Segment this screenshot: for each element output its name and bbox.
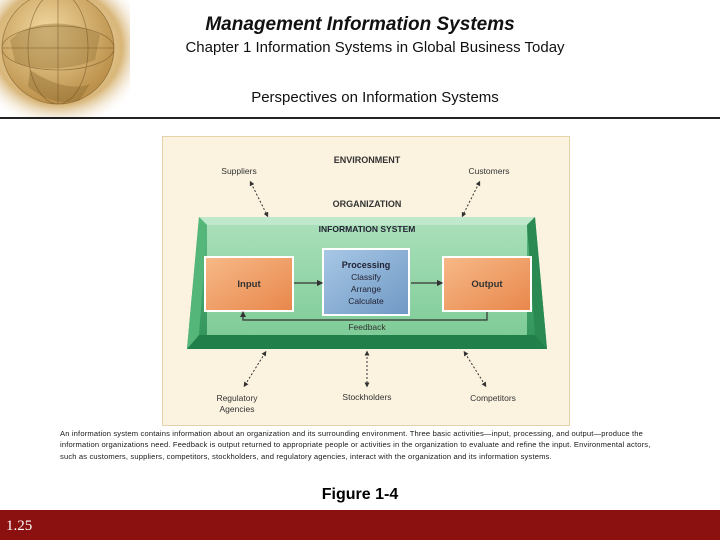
input-box (204, 256, 294, 312)
information-system-label: INFORMATION SYSTEM (319, 224, 416, 234)
actor-suppliers: Suppliers (221, 166, 256, 176)
processing-step-classify: Classify (351, 272, 382, 282)
processing-step-calculate: Calculate (348, 296, 384, 306)
figure-label: Figure 1-4 (321, 486, 399, 503)
output-label: Output (471, 279, 503, 290)
arrow-suppliers (249, 180, 269, 218)
header-subtitle: Chapter 1 Information Systems in Global … (185, 39, 565, 56)
actor-stockholders: Stockholders (342, 392, 391, 402)
actor-competitors: Competitors (470, 393, 516, 403)
actor-regulatory-line2: Agencies (220, 404, 255, 414)
environment-label: ENVIRONMENT (334, 155, 401, 165)
actor-customers: Customers (468, 166, 509, 176)
feedback-label: Feedback (348, 322, 386, 332)
diagram-canvas: ENVIRONMENT Suppliers Customers ORGANIZA… (187, 155, 547, 414)
input-label: Input (237, 279, 261, 290)
footer-bar: 1.25 (0, 510, 720, 540)
section-title: Perspectives on Information Systems (251, 89, 499, 106)
processing-label: Processing (342, 260, 391, 270)
actor-regulatory-line1: Regulatory (216, 393, 258, 403)
processing-step-arrange: Arrange (351, 284, 382, 294)
figure-caption: An information system contains informati… (60, 429, 651, 461)
header-title: Management Information Systems (205, 14, 515, 35)
organization-label: ORGANIZATION (333, 199, 402, 209)
arrow-regulatory (243, 350, 267, 388)
figure-diagram: ENVIRONMENT Suppliers Customers ORGANIZA… (162, 136, 570, 426)
arrow-competitors (463, 350, 487, 388)
header-divider (0, 117, 720, 119)
page-number: 1.25 (6, 518, 33, 534)
feedback-loop (240, 311, 488, 321)
arrow-customers (461, 180, 481, 218)
